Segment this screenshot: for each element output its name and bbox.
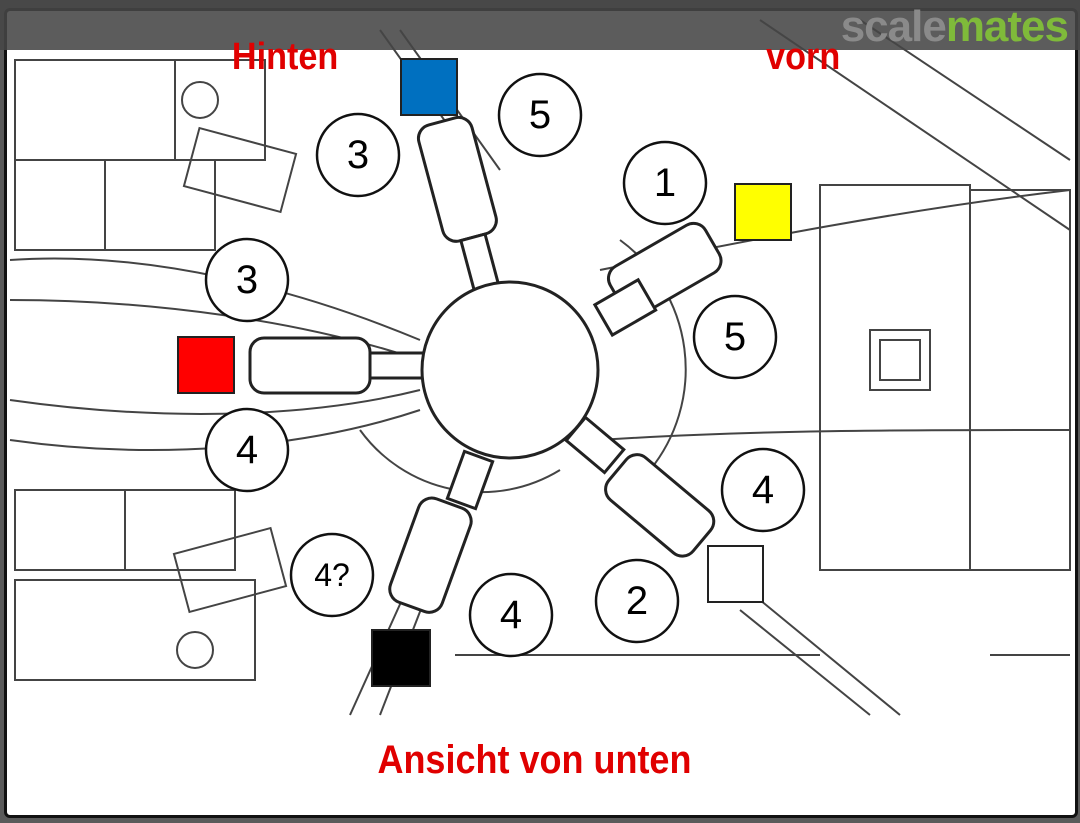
- marker-label: 4: [236, 428, 258, 472]
- marker-1: 3: [315, 112, 401, 198]
- marker-label: 3: [236, 258, 258, 302]
- marker-label: 5: [529, 93, 551, 137]
- label-rear: Hinten: [231, 36, 339, 78]
- marker-3: 3: [204, 237, 290, 323]
- marker-9: 4: [468, 572, 554, 658]
- blue-marker: [400, 58, 458, 116]
- watermark-part2: mates: [945, 2, 1069, 51]
- cylinder-lower-right: [604, 453, 716, 558]
- marker-6: 4: [720, 447, 806, 533]
- marker-8: 2: [594, 558, 680, 644]
- marker-label: 3: [347, 133, 369, 177]
- swatches: [177, 58, 792, 687]
- watermark-bar: scalemates: [0, 0, 1080, 52]
- crankcase: [420, 280, 600, 460]
- marker-7: 4?: [289, 532, 375, 618]
- white-marker: [707, 545, 764, 603]
- marker-0: 5: [497, 72, 583, 158]
- cylinder-bottom: [388, 496, 473, 614]
- marker-label: 4: [752, 468, 774, 512]
- marker-label: 2: [626, 579, 648, 623]
- black-marker: [371, 629, 431, 687]
- red-marker: [177, 336, 235, 394]
- marker-label: 4?: [314, 557, 350, 593]
- marker-4: 5: [692, 294, 778, 380]
- yellow-marker: [734, 183, 792, 241]
- watermark-part1: scale: [840, 2, 947, 51]
- radial-engine: [248, 115, 723, 614]
- marker-label: 1: [654, 161, 676, 205]
- cylinder-left: [248, 336, 432, 395]
- marker-label: 5: [724, 315, 746, 359]
- cylinder-top: [416, 115, 503, 301]
- marker-label: 4: [500, 593, 522, 637]
- scalemates-watermark: scalemates: [840, 2, 1069, 52]
- number-markers: 5 3 1 3 5 4 4 4? 2 4: [204, 72, 806, 658]
- caption: Ansicht von unten: [377, 738, 692, 782]
- marker-5: 4: [204, 407, 290, 493]
- label-front: vorn: [766, 36, 841, 78]
- marker-2: 1: [622, 140, 708, 226]
